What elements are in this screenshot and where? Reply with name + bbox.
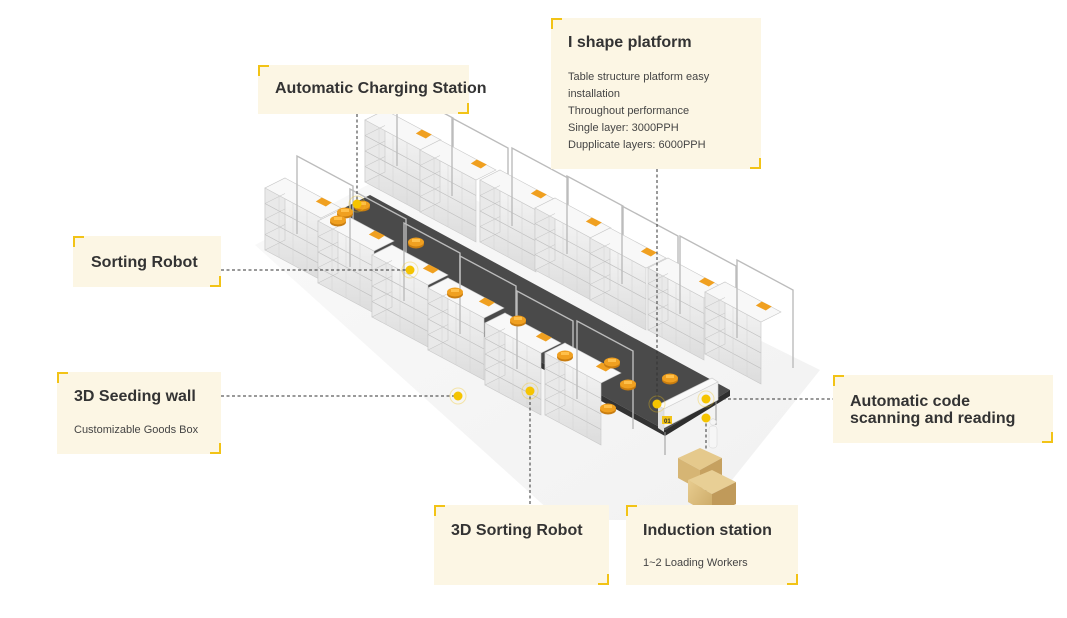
desc-line: Single layer: 3000PPH	[568, 122, 679, 134]
seeding-wall-rack	[364, 86, 454, 213]
callout-induction-station: Induction station 1~2 Loading Workers	[626, 505, 798, 585]
callout-3d-sorting-robot: 3D Sorting Robot	[434, 505, 609, 585]
callout-title: 3D Sorting Robot	[451, 522, 583, 539]
seeding-wall-rack	[264, 154, 354, 281]
seeding-wall-row-back	[364, 86, 794, 385]
sorting-robot	[620, 379, 636, 391]
callout-title: Automatic code scanning and reading	[850, 393, 1016, 427]
sorting-robot	[662, 373, 678, 385]
station-number: 01	[664, 419, 671, 425]
seeding-wall-rack	[479, 146, 569, 273]
hotspot-sorting-robot[interactable]	[401, 261, 419, 279]
hotspot-code-scanning[interactable]	[697, 390, 715, 408]
sorting-robots	[330, 200, 678, 415]
hotspot-seeding-wall[interactable]	[449, 387, 467, 405]
callout-description: 1~2 Loading Workers	[643, 557, 748, 569]
hotspot-ishape[interactable]	[648, 395, 666, 413]
sorting-robot	[447, 287, 463, 299]
sorting-robot	[600, 403, 616, 415]
sorting-robot	[408, 237, 424, 249]
callout-automatic-charging-station: Automatic Charging Station	[258, 65, 487, 114]
hotspot-dots	[348, 195, 715, 423]
hotspot-induction[interactable]	[701, 413, 711, 423]
callout-title: 3D Seeding wall	[74, 388, 196, 405]
desc-line: Table structure platform easy installati…	[568, 71, 710, 100]
callout-title: Induction station	[643, 522, 772, 539]
callout-description: Table structure platform easy installati…	[568, 69, 753, 154]
sorting-robot	[510, 315, 526, 327]
seeding-wall-rack	[534, 174, 624, 301]
callout-title: I shape platform	[568, 34, 692, 51]
callout-title: Automatic Charging Station	[275, 80, 487, 97]
callout-i-shape-platform: I shape platform Table structure platfor…	[551, 18, 761, 169]
callout-title: Sorting Robot	[91, 254, 198, 271]
seeding-wall-rack	[544, 319, 634, 446]
desc-line: Throughout performance	[568, 105, 690, 117]
sorting-robot	[604, 357, 620, 369]
hotspot-3d-sorting-robot[interactable]	[521, 382, 539, 400]
seeding-wall-rack	[419, 116, 509, 243]
callout-description: Customizable Goods Box	[74, 424, 199, 436]
hotspot-charging[interactable]	[348, 195, 366, 213]
station-number-tag	[662, 416, 672, 424]
desc-line: Dupplicate layers: 6000PPH	[568, 139, 706, 151]
sorting-robot	[557, 350, 573, 362]
callout-automatic-code-scanning: Automatic code scanning and reading	[833, 375, 1053, 443]
seeding-wall-rack	[427, 254, 517, 381]
callout-sorting-robot: Sorting Robot	[73, 236, 221, 287]
worker-figure	[708, 418, 718, 449]
seeding-wall-rack	[589, 204, 679, 331]
seeding-wall-row-front	[264, 154, 634, 446]
sorting-robot	[330, 215, 346, 227]
callout-3d-seeding-wall: 3D Seeding wall Customizable Goods Box	[57, 372, 221, 454]
seeding-wall-rack	[704, 258, 794, 385]
seeding-wall-rack	[371, 221, 461, 348]
